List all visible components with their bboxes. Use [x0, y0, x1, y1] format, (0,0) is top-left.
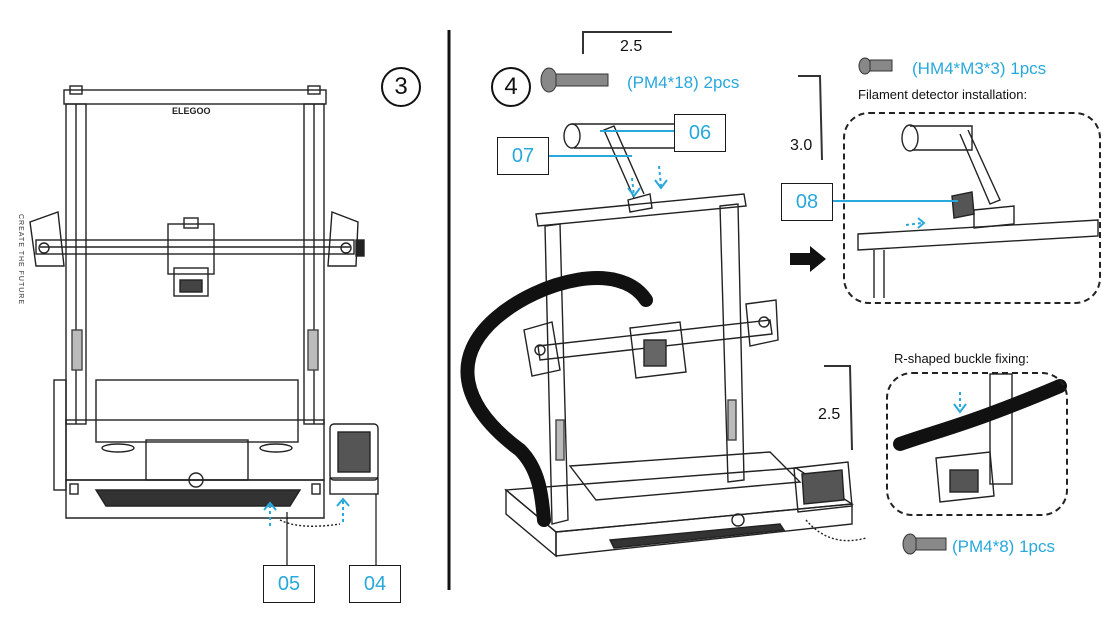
- callout-07: 07: [497, 137, 549, 175]
- callout-05: 05: [263, 565, 315, 603]
- screw-pm4-8-label: (PM4*8) 1pcs: [952, 537, 1055, 556]
- screw-pm4-18-label: (PM4*18) 2pcs: [627, 73, 740, 92]
- callout-06: 06: [674, 114, 726, 152]
- callout-04: 04: [349, 565, 401, 603]
- wrench-size-label: 2.5: [818, 406, 841, 423]
- buckle-caption: R-shaped buckle fixing:: [894, 351, 1030, 366]
- brand-logo: ELEGOO: [172, 106, 211, 116]
- buckle-panel: [886, 372, 1068, 516]
- frame-slogan: CREATE THE FUTURE: [17, 214, 24, 306]
- callout-08: 08: [781, 183, 833, 221]
- step-3-marker: 3: [381, 67, 421, 107]
- filament-detector-panel: [843, 112, 1101, 304]
- filament-detector-caption: Filament detector installation:: [858, 87, 1028, 102]
- wrench-size-label: 3.0: [790, 137, 813, 154]
- screw-hm4-m3-3-label: (HM4*M3*3) 1pcs: [912, 59, 1047, 78]
- wrench-size-label: 2.5: [620, 38, 643, 55]
- step-4-marker: 4: [491, 67, 531, 107]
